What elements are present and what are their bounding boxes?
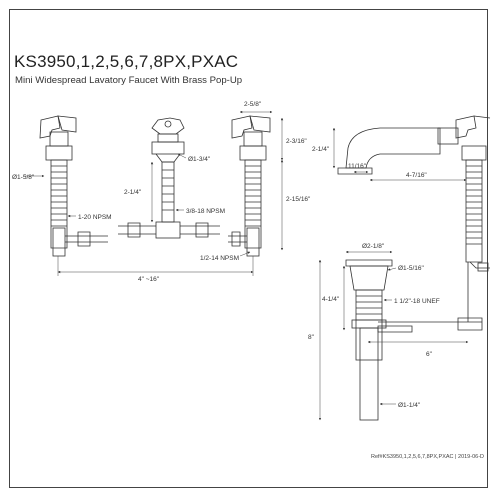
left-handle-valve	[39, 115, 108, 257]
right-handle-valve	[228, 115, 271, 257]
dim-spout-reach: 4-7/16"	[406, 172, 427, 179]
dim-drain-flange-dia: Ø1-5/16"	[398, 265, 424, 272]
dim-valve-height: 2-15/16"	[286, 196, 311, 203]
dim-drain-top-dia: Ø2-1/8"	[362, 243, 385, 250]
dim-shank-length: 2-1/4"	[124, 189, 142, 196]
dim-thread-inlet: 1/2-14 NPSM	[200, 255, 239, 262]
side-view-faucet	[337, 115, 491, 272]
dim-handle-dia: Ø1-5/8"	[12, 174, 35, 181]
dim-thread-spout: 3/8-18 NPSM	[186, 208, 225, 215]
product-subtitle: Mini Widespread Lavatory Faucet With Bra…	[15, 75, 243, 86]
model-title: KS3950,1,2,5,6,7,8PX,PXAC	[14, 52, 239, 71]
dim-spread: 4" ~16"	[138, 276, 160, 283]
center-spout-valve	[118, 117, 220, 239]
dim-thread-handle: 1-20 NPSM	[78, 214, 112, 221]
sheet-border	[9, 9, 488, 488]
reference-number: Ref#KS3950,1,2,5,6,7,8PX,PXAC | 2019-06-…	[370, 454, 484, 460]
popup-drain	[345, 259, 483, 421]
dim-drain-thread: 1 1/2"-18 UNEF	[394, 298, 440, 305]
dim-spout-offset: 11/16"	[348, 163, 367, 170]
dim-rod-length: 6"	[426, 351, 433, 358]
dim-tail-dia: Ø1-1/4"	[398, 402, 421, 409]
dim-drain-height: 4-1/4"	[322, 296, 340, 303]
dim-spout-height: 2-1/4"	[312, 146, 330, 153]
dim-overall-height: 8"	[308, 334, 315, 341]
dim-handle-height: 2-3/16"	[286, 138, 307, 145]
dim-spout-base-dia: Ø1-3/4"	[188, 156, 211, 163]
dim-handle-width: 2-5/8"	[244, 101, 262, 108]
